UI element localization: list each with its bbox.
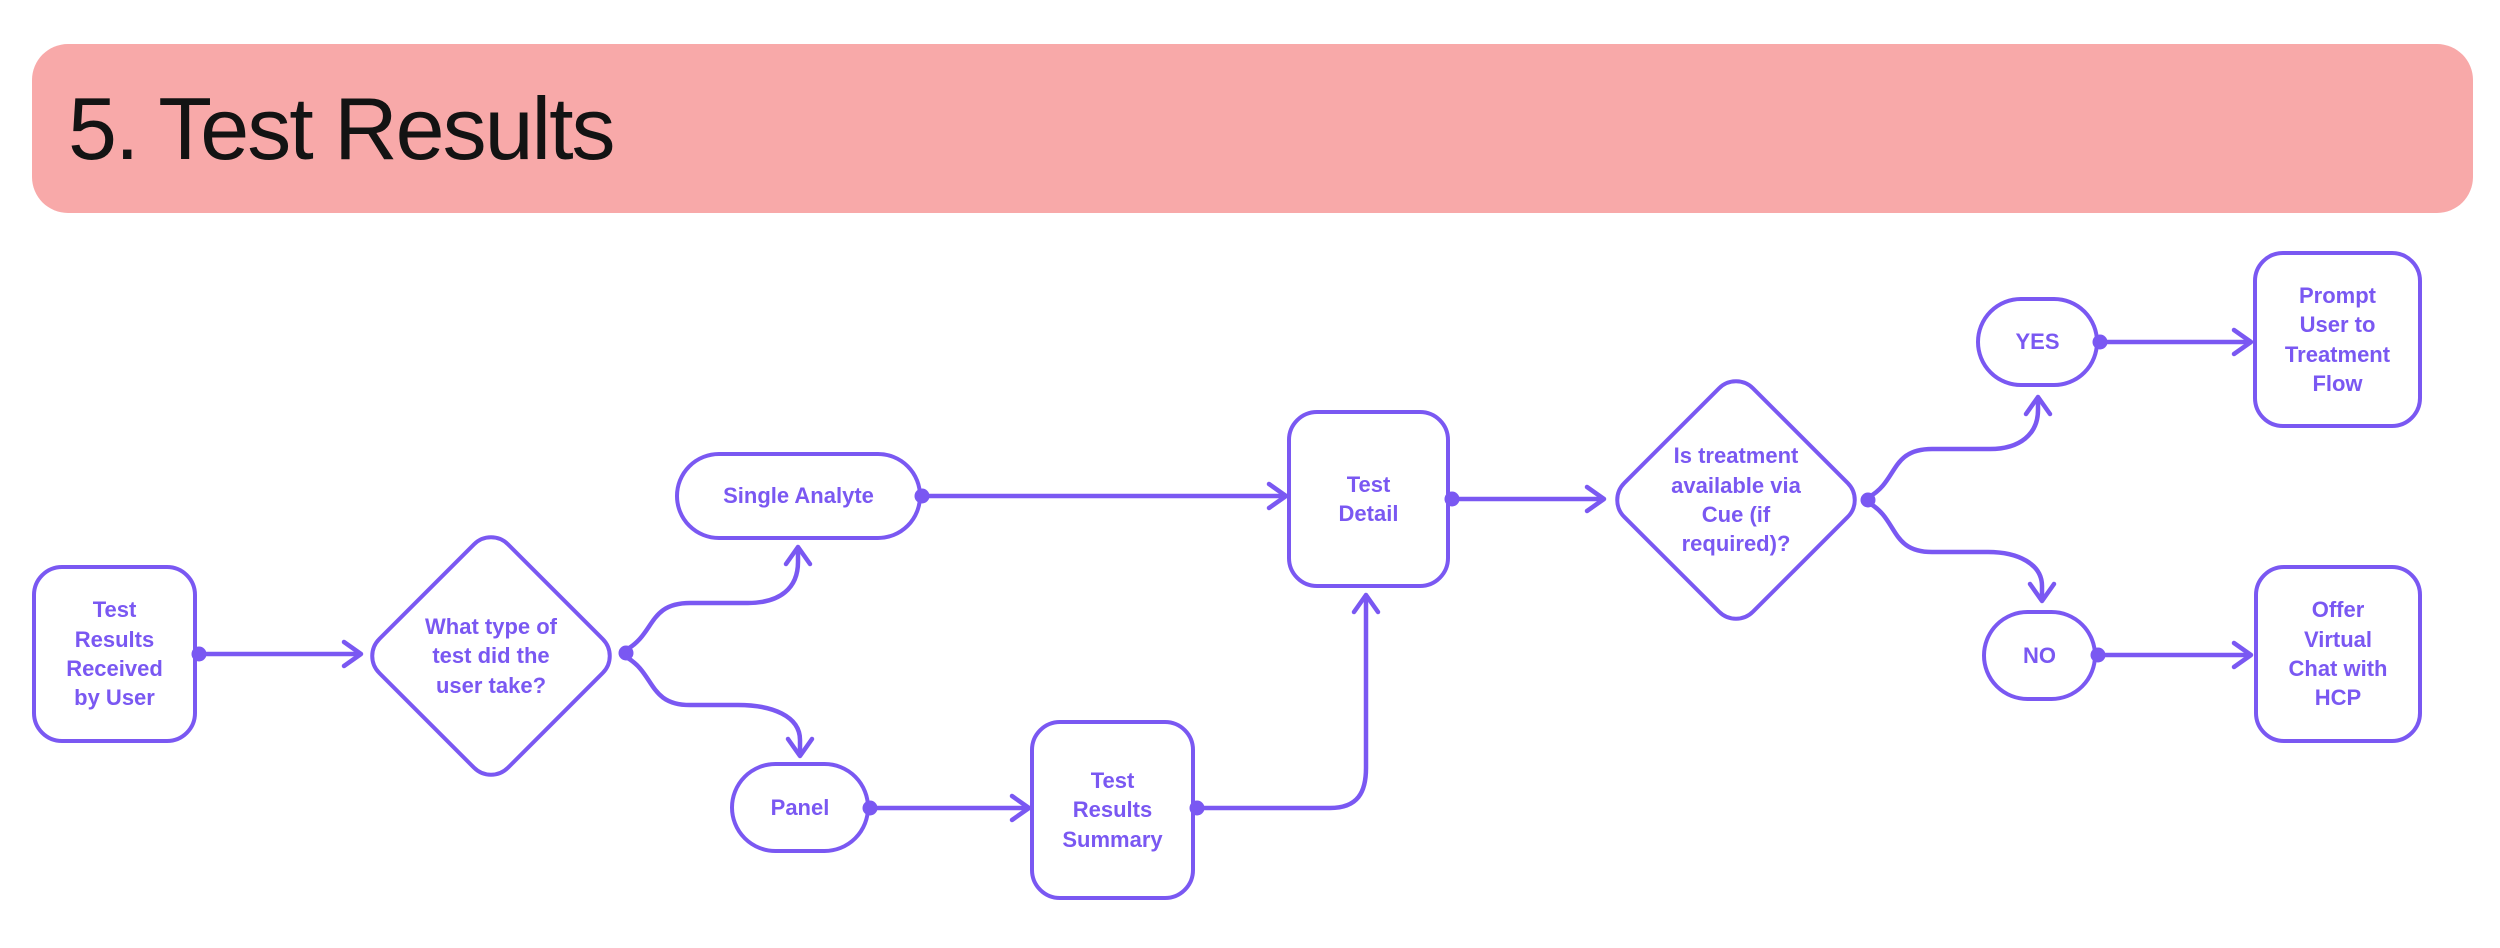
- arrowhead-right-icon: [2231, 640, 2254, 670]
- connector-dot: [1860, 492, 1876, 508]
- edge-treatmentq-no: [1866, 500, 2045, 601]
- arrowhead-right-icon: [1266, 481, 1289, 511]
- node-offer-virtual-chat-with-hcp[interactable]: Offer Virtual Chat with HCP: [2254, 565, 2422, 743]
- arrowhead-right-icon: [1009, 793, 1032, 823]
- arrowhead-right-icon: [2231, 327, 2254, 357]
- page-title: 5. Test Results: [68, 78, 616, 178]
- edge-summary-detail: [1194, 595, 1369, 811]
- section-banner: 5. Test Results: [32, 44, 2473, 213]
- node-no[interactable]: NO: [1982, 610, 2097, 701]
- node-test-results-summary[interactable]: Test Results Summary: [1030, 720, 1195, 900]
- edge-treatmentq-yes: [1866, 397, 2041, 500]
- node-test-results-received[interactable]: Test Results Received by User: [32, 565, 197, 743]
- arrowhead-right-icon: [341, 639, 364, 669]
- connector-dot: [618, 645, 634, 661]
- edge-testtype-panel: [623, 654, 803, 756]
- arrowhead-up-icon: [783, 544, 813, 567]
- node-yes[interactable]: YES: [1976, 297, 2099, 387]
- arrowhead-down-icon: [2027, 581, 2057, 604]
- node-panel[interactable]: Panel: [730, 762, 870, 853]
- node-test-detail[interactable]: Test Detail: [1287, 410, 1450, 588]
- decision-test-type-label: What type of test did the user take?: [425, 613, 557, 698]
- node-single-analyte[interactable]: Single Analyte: [675, 452, 922, 540]
- arrowhead-up-icon: [1351, 592, 1381, 615]
- node-prompt-user-to-treatment-flow[interactable]: Prompt User to Treatment Flow: [2253, 251, 2422, 428]
- arrowhead-right-icon: [1584, 484, 1607, 514]
- decision-treatment-available-label: Is treatment available via Cue (if requi…: [1671, 443, 1801, 557]
- edge-testtype-singleanalyte: [623, 547, 801, 653]
- arrowhead-down-icon: [785, 736, 815, 759]
- arrowhead-up-icon: [2023, 394, 2053, 417]
